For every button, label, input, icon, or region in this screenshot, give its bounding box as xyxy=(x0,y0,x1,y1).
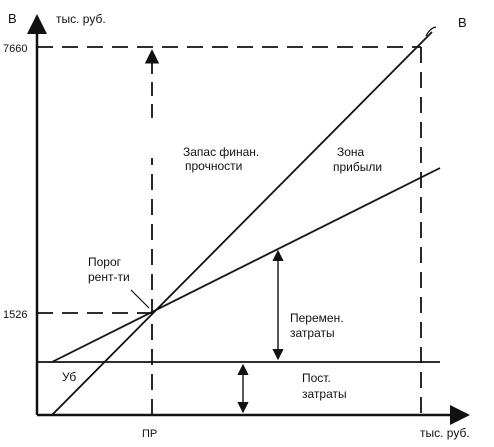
right-letter: В xyxy=(458,15,467,30)
profit-zone-label: Зона прибыли xyxy=(333,145,382,174)
variable-costs-label: Перемен. затраты xyxy=(290,311,347,340)
x-axis-unit: тыс. руб. xyxy=(420,426,470,440)
y-tick-7660: 7660 xyxy=(3,43,27,55)
x-tick-breakeven: ПР xyxy=(142,428,157,440)
y-axis-unit: тыс. руб. xyxy=(56,12,106,26)
breakeven-label: Порог рент-ти xyxy=(88,255,130,284)
loss-label: Уб xyxy=(62,370,76,384)
revenue-line xyxy=(51,31,433,416)
safety-margin-label: Запас финан. прочности xyxy=(183,145,263,173)
line-end-tail xyxy=(425,26,437,37)
fixed-costs-label: Пост. затраты xyxy=(302,371,347,401)
y-axis-letter: В xyxy=(8,11,17,26)
breakeven-pointer xyxy=(130,289,150,309)
total-cost-line xyxy=(51,167,441,363)
y-tick-1526: 1526 xyxy=(3,309,27,321)
